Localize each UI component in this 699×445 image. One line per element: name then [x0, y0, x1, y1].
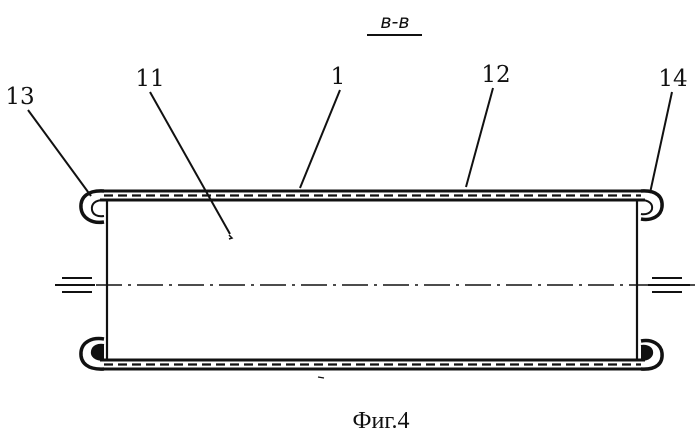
right-bottom-bead [641, 341, 662, 370]
top-wall [100, 191, 645, 200]
section-label: в-в [380, 11, 409, 33]
figure-caption: Фиг.4 [353, 408, 410, 434]
bottom-wall [100, 360, 645, 369]
leader-13 [28, 110, 91, 196]
cavity-mark [229, 235, 232, 239]
left-axis-ticks [55, 278, 95, 292]
leader-12 [466, 88, 493, 187]
callout-11: 11 [135, 66, 164, 92]
callout-14: 14 [658, 66, 687, 92]
callout-12: 12 [481, 62, 510, 88]
right-axis-ticks [648, 278, 690, 292]
leader-14 [650, 92, 672, 193]
left-bottom-bead [81, 339, 104, 370]
bottom-wall-mark [318, 377, 324, 378]
right-top-bead [641, 191, 662, 220]
leader-1 [300, 90, 340, 188]
callout-1: 1 [331, 64, 346, 90]
leader-11 [150, 92, 230, 234]
left-top-bead [81, 191, 104, 222]
callout-13: 13 [5, 84, 34, 110]
